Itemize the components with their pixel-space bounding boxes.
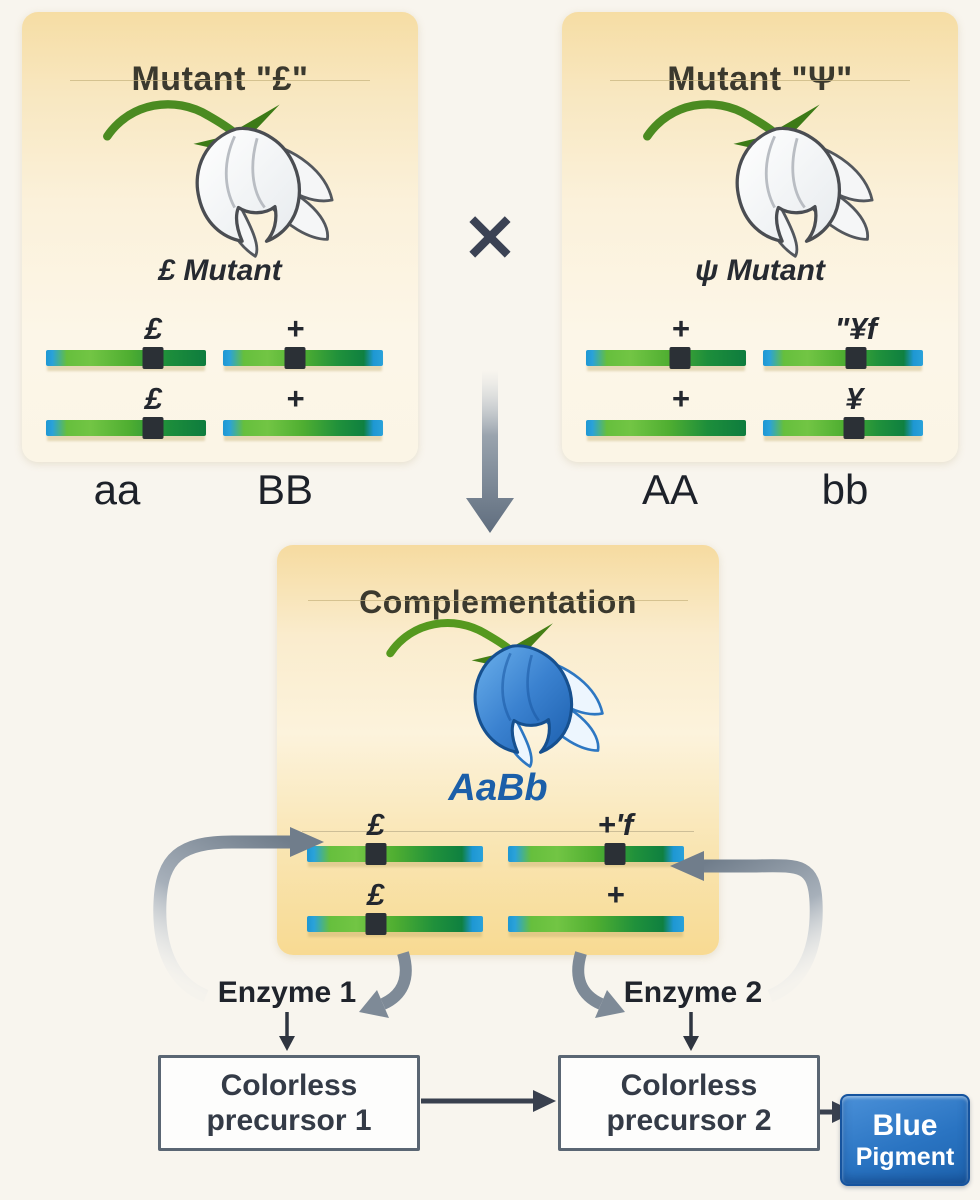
allele-label: "¥f bbox=[834, 311, 877, 346]
chromosome: +'f bbox=[508, 807, 684, 865]
chromosome-bar bbox=[586, 420, 746, 436]
cross-icon: × bbox=[460, 194, 520, 276]
complementation-panel: Complementation AaBb £ bbox=[277, 545, 719, 955]
blue-bellflower-illustration bbox=[358, 602, 640, 770]
complementation-title: Complementation bbox=[359, 583, 637, 620]
allele-label: £ bbox=[367, 877, 385, 912]
mutation-marker bbox=[142, 347, 164, 369]
genotype-bb: bb bbox=[821, 466, 869, 513]
divider bbox=[307, 600, 689, 601]
down-arrow-icon bbox=[466, 370, 514, 533]
mutation-marker bbox=[365, 913, 387, 935]
mutant1-title: Mutant "£" bbox=[131, 60, 309, 99]
chromosome: £ bbox=[307, 877, 483, 935]
chromosome-bar bbox=[763, 417, 923, 439]
chromosome: £ bbox=[46, 381, 206, 439]
allele-label: + bbox=[671, 381, 690, 416]
chromosome: £ bbox=[46, 311, 206, 369]
blue-pigment-label-line2: Pigment bbox=[855, 1142, 955, 1171]
divider bbox=[69, 80, 371, 81]
chromosome-bar bbox=[586, 347, 746, 369]
chromosome: + bbox=[586, 311, 746, 369]
mutant2-panel: Mutant "Ψ" ψ Mutant + bbox=[562, 12, 958, 462]
enzyme1-label: Enzyme 1 bbox=[217, 976, 357, 1009]
allele-label: + bbox=[285, 381, 305, 416]
allele-label: +'f bbox=[597, 807, 634, 842]
chromosome: + bbox=[223, 311, 383, 369]
mutant2-flower-label: ψ Mutant bbox=[695, 254, 825, 287]
chromosome-bar bbox=[46, 347, 206, 369]
chromosome-bar bbox=[307, 913, 483, 935]
mutation-marker bbox=[845, 347, 867, 369]
precursor-flow-arrow-icon bbox=[421, 1090, 556, 1112]
colorless-precursor2-box: Colorless precursor 2 bbox=[558, 1055, 820, 1151]
allele-label: £ bbox=[144, 311, 162, 346]
chromosome-bar bbox=[307, 843, 483, 865]
genotype-AA: AA bbox=[641, 466, 699, 513]
blue-pigment-box: Blue Pigment bbox=[840, 1094, 970, 1186]
chromosome: + bbox=[508, 877, 684, 932]
colorless-precursor1-box: Colorless precursor 1 bbox=[158, 1055, 420, 1151]
genotype-aa: aa bbox=[93, 466, 141, 513]
chromosome-bar bbox=[508, 916, 684, 932]
blue-pigment-label-line1: Blue bbox=[872, 1108, 938, 1142]
mutant2-title: Mutant "Ψ" bbox=[667, 60, 853, 99]
colorless-precursor1-label: Colorless precursor 1 bbox=[206, 1068, 372, 1137]
allele-label: + bbox=[285, 311, 305, 346]
chromosome-bar bbox=[763, 347, 923, 369]
mutation-marker bbox=[669, 347, 691, 369]
enzyme1-down-arrow-icon bbox=[279, 1012, 295, 1051]
chromosome: "¥f bbox=[763, 311, 923, 369]
chromosome-bar bbox=[46, 417, 206, 439]
mutation-marker bbox=[843, 417, 865, 439]
chromosome: ¥ bbox=[763, 381, 923, 439]
chromosome: £ bbox=[307, 807, 483, 865]
genotype-AaBb-label: AaBb bbox=[448, 767, 548, 809]
allele-label: £ bbox=[367, 807, 385, 842]
chromosome-bar bbox=[223, 420, 383, 436]
white-bellflower-illustration bbox=[85, 82, 360, 260]
chromosome: + bbox=[223, 381, 383, 436]
mutation-marker bbox=[142, 417, 164, 439]
mutation-marker bbox=[604, 843, 626, 865]
genotype-BB: BB bbox=[256, 466, 314, 513]
mutant1-panel: Mutant "£" £ Mutant £ bbox=[22, 12, 418, 462]
divider bbox=[609, 80, 911, 81]
allele-label: ¥ bbox=[845, 381, 863, 416]
mutation-marker bbox=[284, 347, 306, 369]
allele-label: + bbox=[606, 877, 625, 912]
enzyme2-down-arrow-icon bbox=[683, 1012, 699, 1051]
allele-label: + bbox=[671, 311, 690, 346]
allele-label: £ bbox=[144, 381, 162, 416]
chromosome-bar bbox=[508, 843, 684, 865]
chromosome: + bbox=[586, 381, 746, 436]
white-bellflower-illustration bbox=[625, 82, 900, 260]
faint-line bbox=[302, 831, 694, 832]
enzyme2-label: Enzyme 2 bbox=[623, 976, 763, 1009]
mutation-marker bbox=[365, 843, 387, 865]
chromosome-bar bbox=[223, 347, 383, 369]
mutant1-flower-label: £ Mutant bbox=[158, 254, 282, 287]
colorless-precursor2-label: Colorless precursor 2 bbox=[606, 1068, 772, 1137]
